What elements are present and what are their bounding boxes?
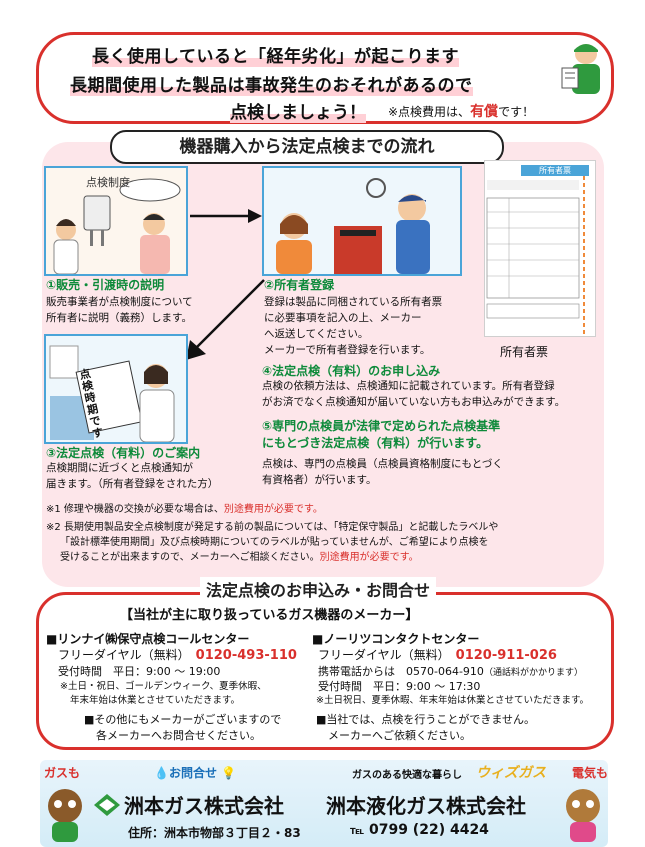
light-bulb-icon: 💡 [216,766,237,780]
step2-body: 登録は製品に同梱されている所有者票に必要事項を記入の上、メーカーへ返送してくださ… [264,296,443,356]
company-phone[interactable]: ℡ 0799 (22) 4424 [350,822,489,838]
footer-wizgas-logo: ウィズガス [476,765,546,781]
company-address: 住所：洲本市物部３丁目２・83 [128,826,301,840]
noritz-holiday: ※土日祝日、夏季休暇、年末年始は休業とさせていただきます。 [316,695,590,706]
step5-body: 点検は、専門の点検員（点検員資格制度にもとづく有資格者）が行います。 [262,458,503,486]
footer-gas-mo: ガスも [44,766,81,780]
step3-title: ③法定点検（有料）のご案内 [46,446,201,460]
noritz-name: ■ノーリツコンタクトセンター [312,632,480,646]
owner-registration-illustration [262,166,462,276]
inspector-illustration-icon [561,44,600,94]
footer-slogan: ガスのある快適な暮らし [352,770,462,781]
noritz-hours: 受付時間 平日：9:00 ～ 17:30 [318,680,481,693]
company-name-1: 洲本ガス株式会社 [124,794,284,818]
mascot-left-icon [48,789,82,842]
form-lines [486,176,585,336]
illustration-bubble-text: 点検制度 [86,176,130,189]
noritz-mobile[interactable]: 携帯電話からは 0570-064-910（通話料がかかります） [318,665,583,678]
company-logo-icon [94,794,120,816]
rinnai-hours: 受付時間 平日：9:00 ～ 19:00 [58,665,221,678]
form-caption: 所有者票 [500,345,549,359]
water-drop-icon: 💧 [154,766,169,780]
mascot-right-icon [566,789,600,842]
noritz-tel[interactable]: フリーダイヤル（無料） 0120-911-026 [318,648,557,663]
other-makers-note: ■その他にもメーカーがございますので各メーカーへお問合せください。 [84,713,282,742]
arrow-down-left-icon [186,279,265,360]
step2-title: ②所有者登録 [264,278,335,292]
cannot-inspect-warning: ■当社では、点検を行うことができません。メーカーへご依頼ください。 [316,713,536,742]
contact-heading: 法定点検のお申込み・お問合せ [200,577,437,601]
makers-title: 【当社が主に取り扱っているガス機器のメーカー】 [120,608,419,623]
arrow-right-icon [190,209,262,223]
banner-cost-note: ※点検費用は、有償です！ [388,104,535,120]
rinnai-name: ■リンナイ㈱保守点検コールセンター [46,632,250,646]
rinnai-tel[interactable]: フリーダイヤル（無料） 0120-493-110 [58,648,297,663]
step1-title: ①販売・引渡時の説明 [46,278,165,292]
note-1: ※1 修理や機器の交換が必要な場合は、別途費用が必要です。 [46,504,323,515]
step4-title: ④法定点検（有料）のお申し込み [262,364,441,378]
step5-title: ⑤専門の点検員が法律で定められた点検基準にもとづき法定点検（有料）が行います。 [262,419,501,450]
footer-inquiry: 💧お問合せ 💡 [154,766,237,780]
inspection-notice-illustration [44,334,188,444]
note-2: ※2 長期使用製品安全点検制度が発足する前の製品については、「特定保守製品」と記… [46,522,499,563]
sales-explanation-illustration [44,166,188,276]
flow-heading: 機器購入から法定点検までの流れ [110,130,504,164]
step1-body: 販売事業者が点検制度について所有者に説明（義務）します。 [46,296,193,324]
footer-denki-mo: 電気も [572,766,609,780]
step4-body: 点検の依頼方法は、点検通知に記載されています。所有者登録がお済でなく点検通知が届… [262,380,566,408]
banner-line3: 点検しましょう！ [230,103,366,123]
banner-line1: 長く使用していると「経年劣化」が起こります [92,47,459,67]
step3-body: 点検期間に近づくと点検通知が届きます。（所有者登録をされた方） [46,462,219,490]
banner-line2: 長期間使用した製品は事故発生のおそれがあるので [70,76,473,96]
rinnai-holiday: ※土日・祝日、ゴールデンウィーク、夏季休暇、年末年始は休業とさせていただきます。 [60,681,267,706]
form-title: 所有者票 [521,165,589,176]
owner-form-image: 所有者票 [484,160,596,337]
footer-company-banner [40,760,608,847]
company-name-2: 洲本液化ガス株式会社 [326,794,526,818]
